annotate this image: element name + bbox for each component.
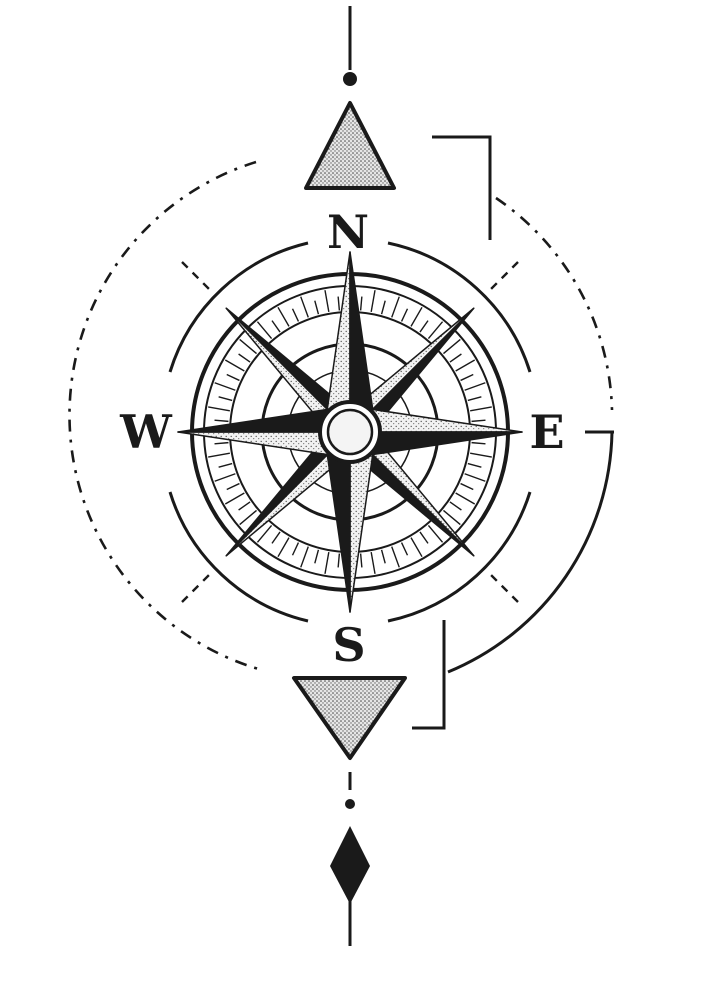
dial-tick-marks — [206, 288, 494, 576]
label-south: S — [332, 618, 365, 672]
upper-right-bracket — [432, 135, 492, 240]
center-hub-inner — [326, 408, 374, 456]
label-west: W — [119, 405, 173, 459]
label-east: E — [529, 405, 564, 459]
diagonal-dashed-accents — [181, 261, 519, 603]
triangle-up-icon — [304, 101, 396, 190]
diamond-icon — [330, 826, 370, 904]
outer-broken-ring — [168, 241, 532, 623]
outer-left-dashed-arc — [68, 160, 263, 672]
top-stem-dot — [343, 72, 357, 86]
bottom-stem-dot — [345, 799, 355, 809]
outer-right-solid-arc — [447, 431, 614, 674]
lower-right-bracket — [412, 620, 446, 730]
label-north: N — [327, 205, 369, 259]
triangle-down-icon — [292, 676, 407, 760]
compass-rose-icon — [177, 251, 523, 613]
outer-right-dashed-arc — [495, 196, 614, 411]
